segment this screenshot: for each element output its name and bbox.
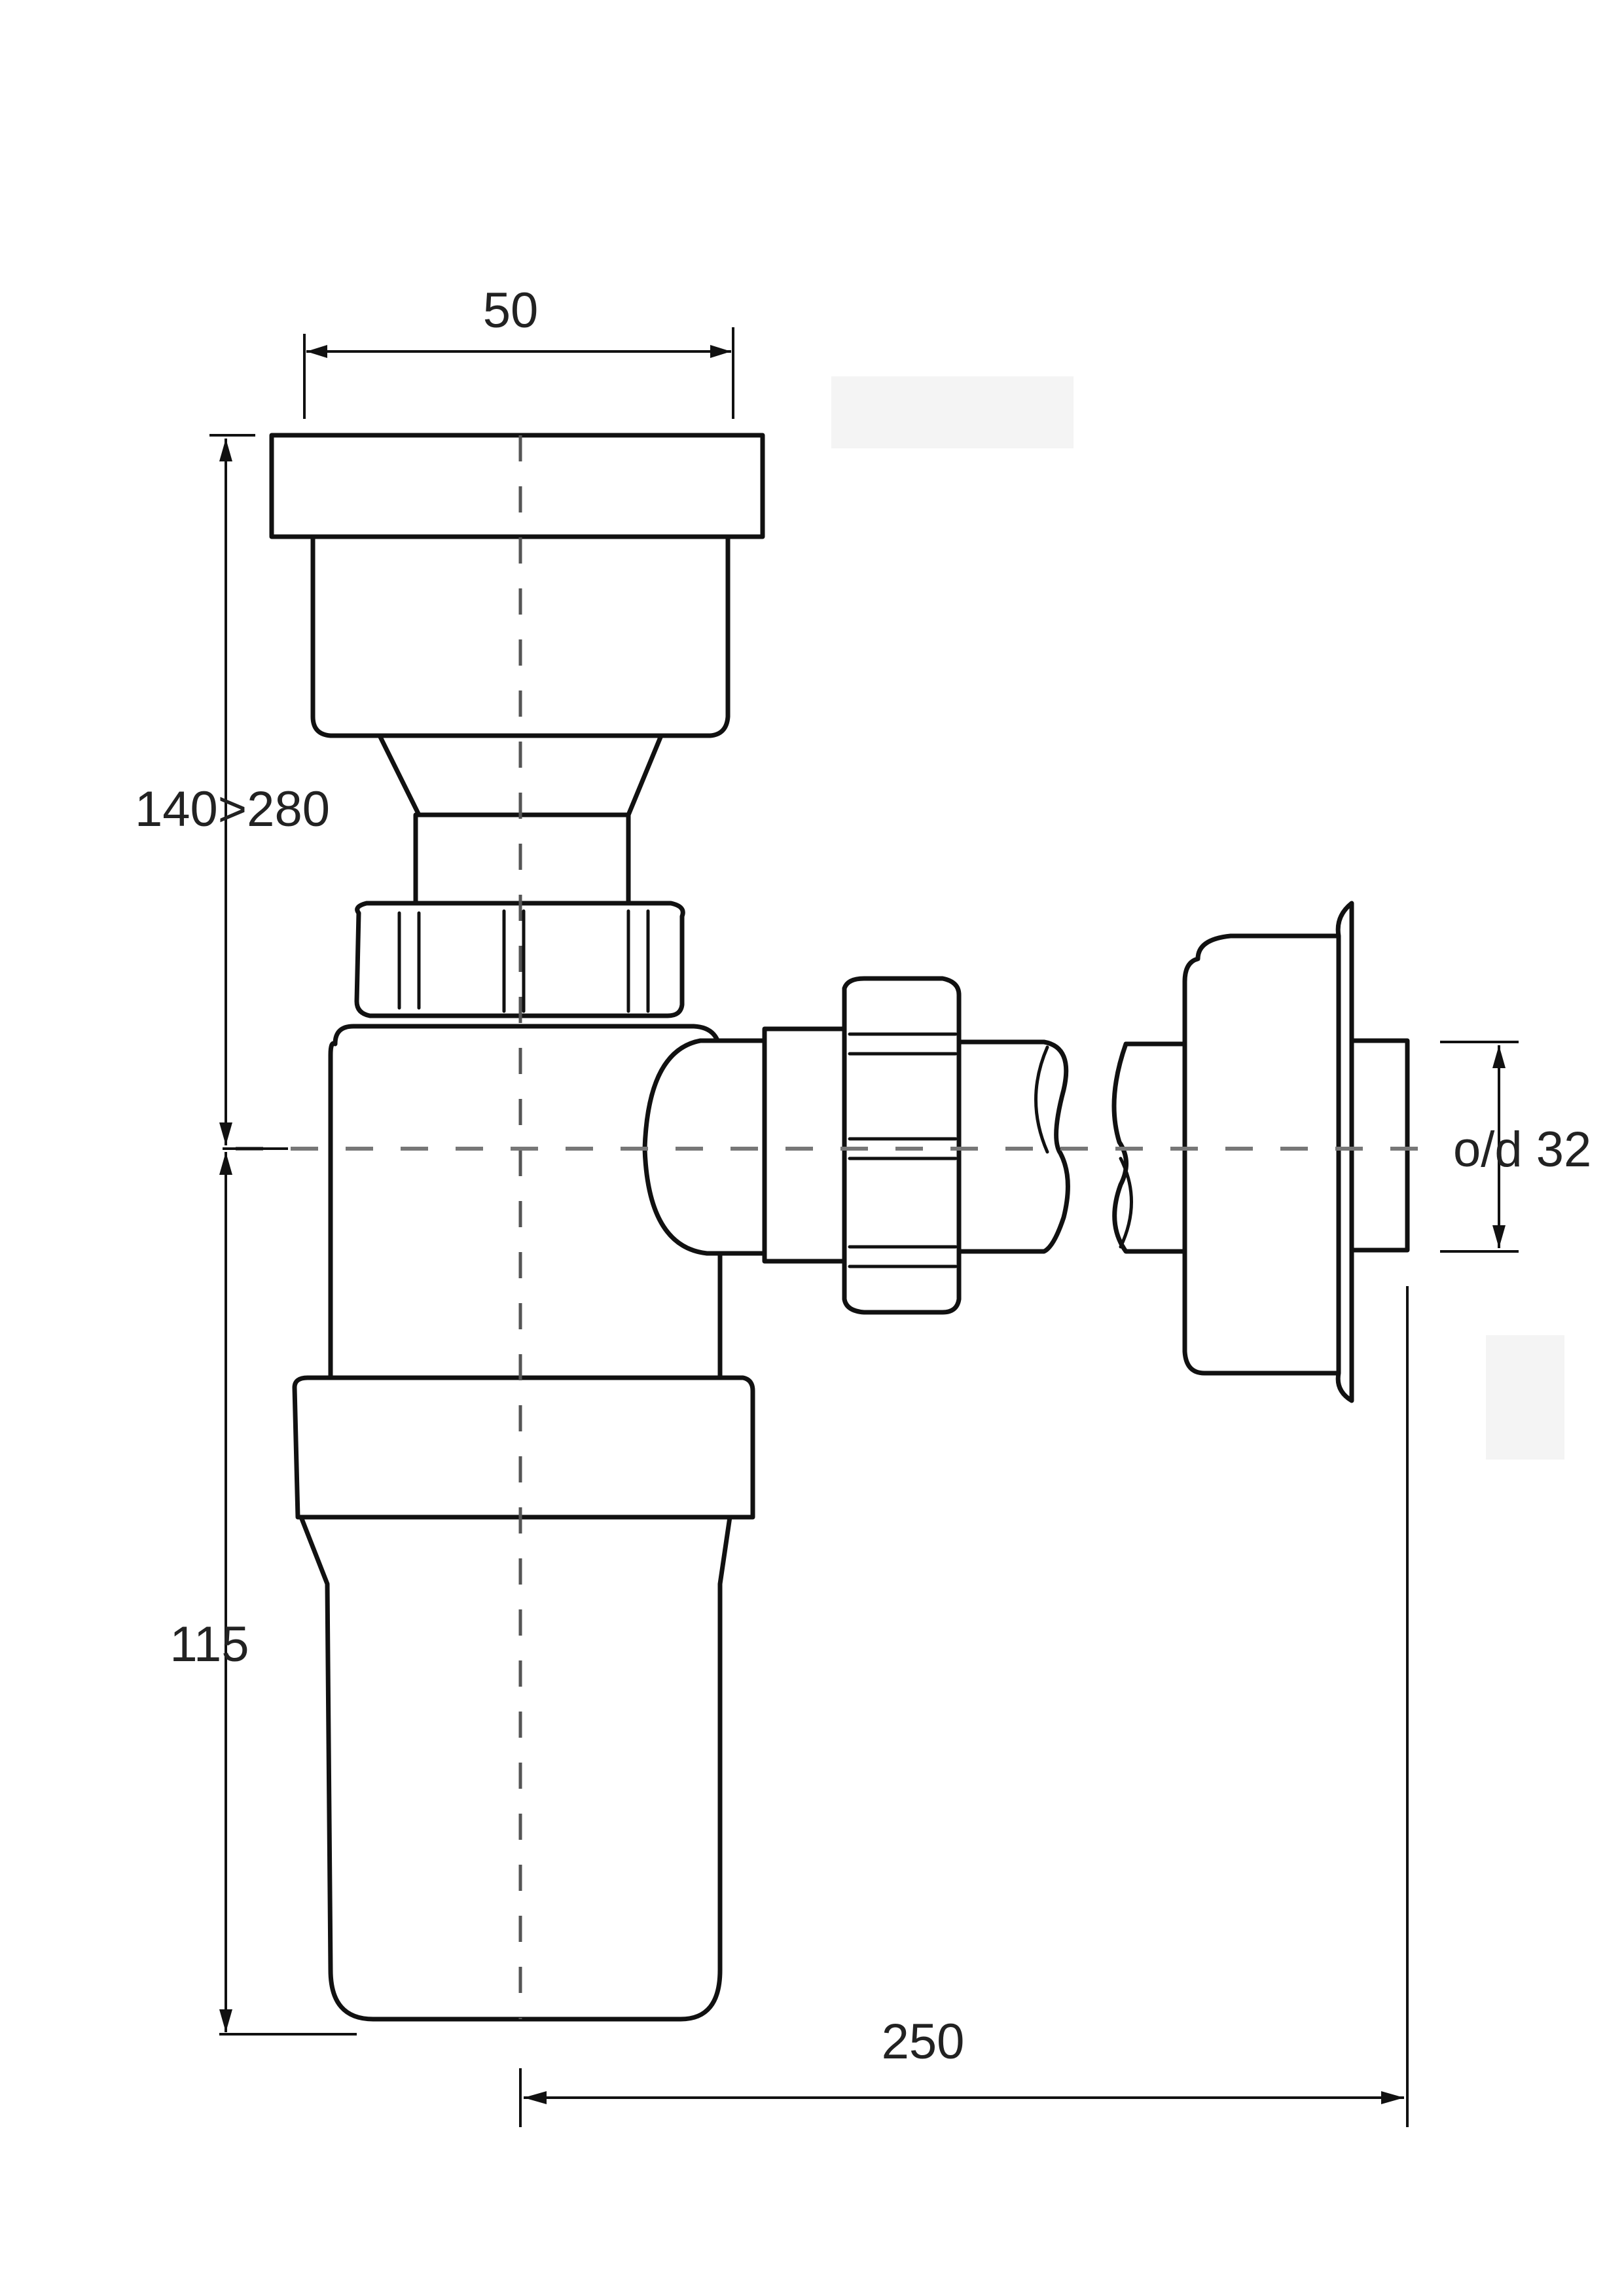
wall-plate	[1182, 901, 1410, 1403]
inlet-cylinder	[310, 534, 731, 738]
dimension-label-trap-height: 115	[170, 1617, 249, 1672]
dimension-trap-height	[219, 1152, 357, 2036]
dimension-inlet-height	[209, 434, 288, 1150]
dimension-projection	[519, 1286, 1409, 2127]
outlet-nut	[842, 976, 962, 1315]
dimension-label-outlet-diameter: o/d 32	[1453, 1122, 1591, 1177]
scan-ghost-patch	[1486, 1335, 1564, 1460]
dimension-outlet-diameter	[1440, 1041, 1519, 1253]
dimension-label-inlet-height: 140>280	[135, 781, 330, 837]
trap-body	[328, 1024, 723, 1380]
dimension-top-width	[303, 327, 734, 419]
dimension-label-projection: 250	[882, 2014, 965, 2070]
scan-ghost-patch	[831, 376, 1074, 448]
dimension-label-top-width: 50	[483, 283, 539, 338]
outlet-collar	[762, 1026, 849, 1264]
waste-flange	[269, 433, 765, 539]
trap-bottom-cup	[298, 1515, 732, 2022]
trap-band	[292, 1375, 755, 1520]
